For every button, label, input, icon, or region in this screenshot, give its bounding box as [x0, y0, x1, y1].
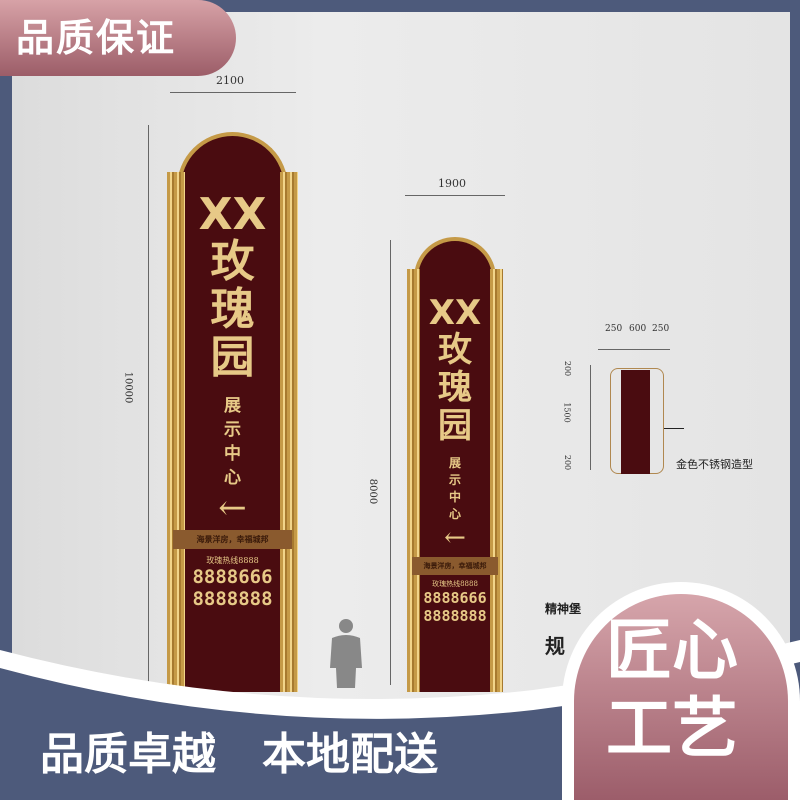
- craftsmanship-badge: 匠心 工艺: [562, 582, 800, 800]
- sign-subtitle: 展: [448, 456, 461, 470]
- badge-line: 工艺: [606, 690, 738, 767]
- sign-title: 玫: [210, 236, 255, 287]
- left-signboard: XX 玫 瑰 园 展示中心 ← 海景洋房，幸福城邦 玫瑰热线8888 88886…: [165, 132, 300, 692]
- height-label: 1500: [562, 402, 572, 423]
- badge-line: 匠心: [606, 612, 738, 689]
- slogan: 海景洋房，幸福城邦: [412, 557, 498, 575]
- left-column: [407, 269, 420, 692]
- slogan: 海景洋房，幸福城邦: [173, 530, 292, 549]
- left-width-dimension: 2100: [216, 74, 244, 87]
- hotline: 玫瑰热线8888: [432, 580, 478, 588]
- caption: 规: [545, 634, 565, 658]
- left-column: [167, 172, 185, 692]
- panel-section: [621, 370, 650, 474]
- hotline: 玫瑰热线8888: [206, 556, 259, 565]
- phone-number: 8888666: [423, 589, 487, 607]
- sign-subtitle: 心: [224, 468, 241, 488]
- sign-title: 园: [438, 406, 472, 446]
- phone-number: 8888666: [192, 566, 273, 588]
- material-label: 金色不锈钢造型: [676, 458, 753, 471]
- sign-title: XX: [428, 293, 482, 333]
- sign-subtitle: 中: [224, 444, 241, 464]
- sign-subtitle: 示: [448, 473, 461, 487]
- sign-subtitle: 中: [448, 490, 461, 504]
- sign-subtitle: 示: [224, 420, 241, 440]
- ornament-arch: [177, 132, 288, 192]
- dimension-line: [170, 92, 296, 93]
- ornament-arch: [414, 237, 496, 285]
- phone-number: 8888888: [192, 588, 273, 610]
- arrow-left-icon: ←: [218, 488, 247, 528]
- height-label: 200: [563, 454, 573, 471]
- right-column: [280, 172, 298, 692]
- dimension-line: [390, 240, 391, 685]
- person-silhouette-icon: [330, 619, 362, 688]
- right-signboard: XX 玫 瑰 园 展示中心 ← 海景洋房，幸福城邦 玫瑰热线8888 88886…: [405, 237, 505, 692]
- right-height-dimension: 8000: [367, 478, 379, 505]
- dimension-line: [148, 125, 149, 685]
- sign-subtitle: 展: [224, 396, 241, 416]
- sign-title: 瑰: [438, 368, 472, 408]
- arrow-left-icon: ←: [444, 523, 466, 553]
- bottom-slogan: 品质卓越 本地配送: [40, 729, 438, 780]
- sign-title: XX: [198, 189, 267, 240]
- height-label: 200: [563, 360, 573, 377]
- sign-title: 园: [210, 332, 255, 383]
- leader-line: [664, 428, 684, 429]
- dimension-line: [598, 349, 670, 350]
- sign-title: 玫: [438, 330, 472, 370]
- right-width-dimension: 1900: [438, 177, 466, 190]
- dimension-line: [405, 195, 505, 196]
- right-column: [490, 269, 503, 692]
- width-label: 250: [652, 324, 670, 334]
- quality-guarantee-badge: 品质保证: [0, 0, 236, 76]
- width-label: 250: [605, 324, 623, 334]
- caption: 精神堡: [545, 602, 582, 616]
- width-label: 600: [629, 324, 647, 334]
- sign-title: 瑰: [210, 284, 255, 335]
- sign-subtitle: 心: [448, 507, 461, 521]
- phone-number: 8888888: [423, 607, 487, 625]
- dimension-line: [590, 365, 591, 470]
- left-height-dimension: 10000: [122, 371, 134, 404]
